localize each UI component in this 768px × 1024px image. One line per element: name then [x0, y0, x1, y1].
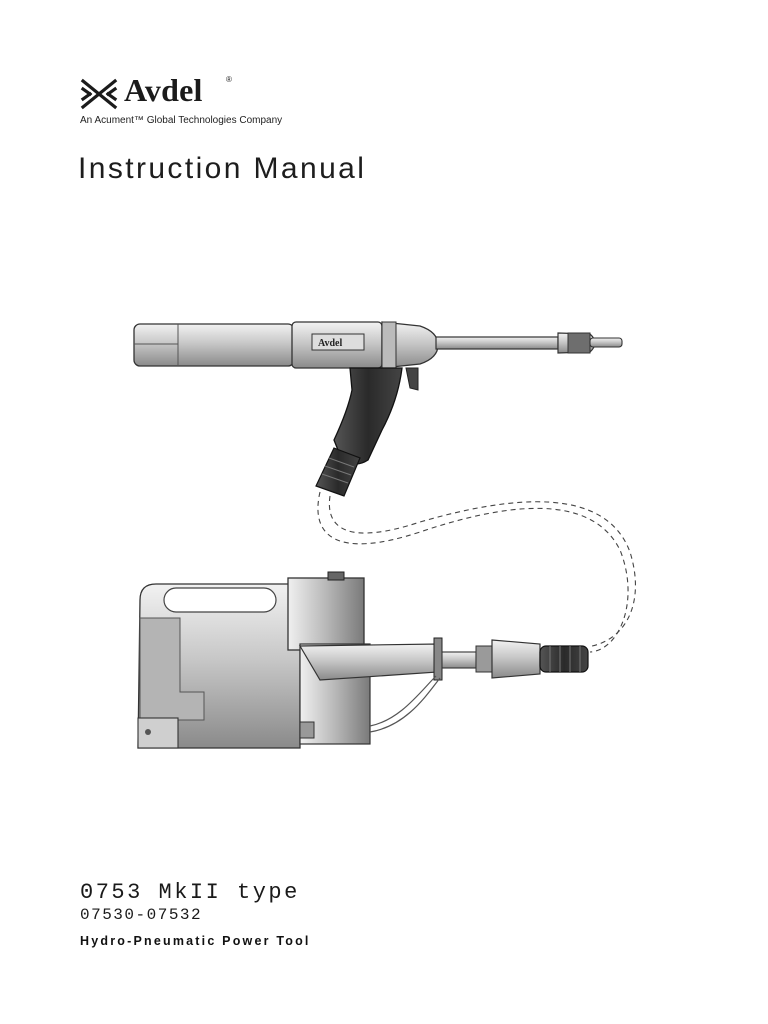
- power-unit: [137, 571, 589, 749]
- hand-gun: Avdel: [133, 321, 623, 497]
- registered-mark: ®: [226, 75, 232, 84]
- product-description: Hydro-Pneumatic Power Tool: [80, 934, 311, 948]
- gun-brand-label: Avdel: [318, 338, 342, 349]
- brand-tagline: An Acument™ Global Technologies Company: [80, 115, 283, 126]
- part-numbers: 07530-07532: [80, 906, 203, 924]
- model-name: 0753 MkII type: [80, 880, 300, 905]
- hydro-pneumatic-tool-illustration: Avdel: [133, 321, 637, 749]
- avdel-logo: Avdel ® An Acument™ Global Technologies …: [80, 72, 340, 132]
- hose-lines: [317, 491, 637, 653]
- brand-name: Avdel: [124, 72, 203, 108]
- avdel-x-mark-icon: [80, 78, 118, 110]
- document-title: Instruction Manual: [78, 152, 367, 185]
